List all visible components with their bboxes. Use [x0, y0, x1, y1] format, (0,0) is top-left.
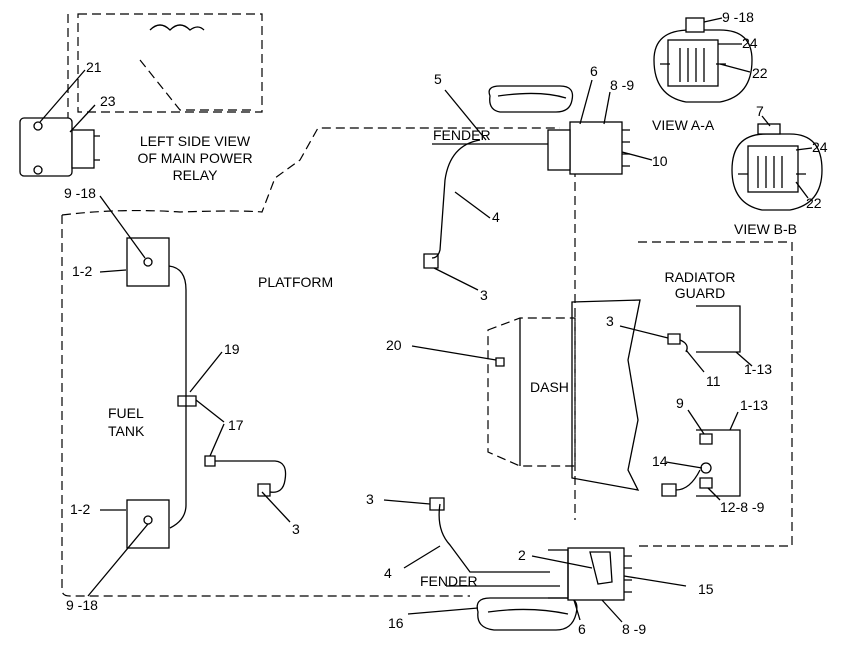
view-a-title: VIEW A-A [652, 117, 715, 133]
fender-bottom: 3 4 2 FENDER 15 16 6 8 -9 [366, 491, 714, 637]
callout-19: 19 [224, 341, 240, 357]
view-a-a: 9 -18 24 22 VIEW A-A [652, 9, 768, 133]
view-b-b: 7 24 22 VIEW B-B [731, 103, 828, 237]
callout-9-18-top: 9 -18 [64, 185, 96, 201]
callout-9-rad: 9 [676, 395, 684, 411]
callout-1-13-b: 1-13 [740, 397, 768, 413]
callout-14: 14 [652, 453, 668, 469]
relay-view-title-3: RELAY [173, 167, 219, 183]
callout-24-a: 24 [742, 35, 758, 51]
callout-24-b: 24 [812, 139, 828, 155]
callout-9-18-view-a: 9 -18 [722, 9, 754, 25]
callout-1-2-bottom: 1-2 [70, 501, 90, 517]
callout-1-13-a: 1-13 [744, 361, 772, 377]
platform-label: PLATFORM [258, 274, 333, 290]
callout-2: 2 [518, 547, 526, 563]
callout-3-left: 3 [292, 521, 300, 537]
callout-23: 23 [100, 93, 116, 109]
callout-1-2-top: 1-2 [72, 263, 92, 279]
fuel-tank: FUEL TANK 9 -18 1-2 19 17 3 1-2 9 -18 [64, 185, 300, 613]
radiator-guard-label-2: GUARD [675, 285, 726, 301]
fender-top: FENDER 5 6 8 -9 10 4 3 [423, 63, 668, 303]
callout-4-top: 4 [492, 209, 500, 225]
callout-12-8-9: 12-8 -9 [720, 499, 765, 515]
callout-17: 17 [228, 417, 244, 433]
callout-22-a: 22 [752, 65, 768, 81]
callout-10: 10 [652, 153, 668, 169]
callout-22-b: 22 [806, 195, 822, 211]
radiator-guard-label-1: RADIATOR [664, 269, 735, 285]
callout-11: 11 [706, 373, 721, 389]
callout-6-top: 6 [590, 63, 598, 79]
relay-view-title-1: LEFT SIDE VIEW [140, 133, 251, 149]
dash: DASH 20 [386, 299, 641, 491]
radiator-guard: RADIATOR GUARD 3 11 1-13 9 1-13 14 12-8 … [606, 241, 793, 547]
callout-5: 5 [434, 71, 442, 87]
callout-3-rad: 3 [606, 313, 614, 329]
callout-9-18-bottom: 9 -18 [66, 597, 98, 613]
relay-view-title-2: OF MAIN POWER [137, 150, 252, 166]
callout-3-top: 3 [480, 287, 488, 303]
fuel-tank-label-1: FUEL [108, 405, 144, 421]
callout-8-9-bottom: 8 -9 [622, 621, 646, 637]
callout-8-9-top: 8 -9 [610, 77, 634, 93]
fender-top-label: FENDER [433, 127, 491, 143]
relay-side-view: 21 23 LEFT SIDE VIEW OF MAIN POWER RELAY [19, 13, 263, 183]
dash-label: DASH [530, 379, 569, 395]
callout-4-bottom: 4 [384, 565, 392, 581]
callout-15: 15 [698, 581, 714, 597]
fuel-tank-label-2: TANK [108, 423, 145, 439]
fender-bottom-label: FENDER [420, 573, 478, 589]
callout-3-bottom: 3 [366, 491, 374, 507]
callout-20: 20 [386, 337, 402, 353]
callout-21: 21 [86, 59, 102, 75]
callout-7: 7 [756, 103, 764, 119]
view-b-title: VIEW B-B [734, 221, 797, 237]
callout-16: 16 [388, 615, 404, 631]
callout-6-bottom: 6 [578, 621, 586, 637]
